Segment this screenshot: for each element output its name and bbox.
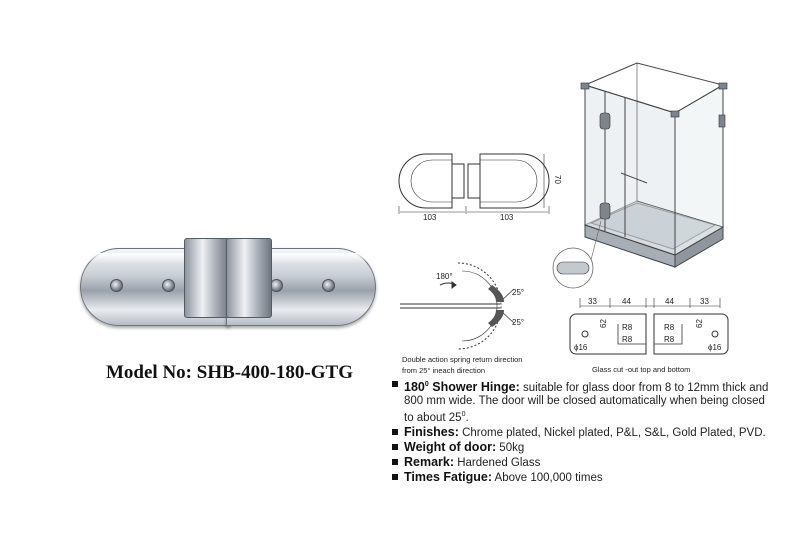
door-action-drawing: 180° 25° 25°	[400, 262, 524, 350]
action-caption-line1: Double action spring return direction	[402, 355, 523, 364]
screw-icon	[162, 279, 175, 292]
spec-item-fatigue: Times Fatigue: Above 100,000 times	[392, 469, 772, 485]
dim-height: 62	[695, 319, 704, 328]
bullet-icon	[392, 443, 398, 450]
model-number: Model No: SHB-400-180-GTG	[106, 362, 353, 383]
hinge-knuckle-left	[184, 238, 230, 318]
spec-label: 1800 Shower Hinge:	[404, 380, 520, 395]
spec-text: 50kg	[496, 441, 525, 454]
screw-icon	[110, 279, 123, 292]
bullet-icon	[392, 381, 398, 387]
hole-diameter-label: ϕ16	[574, 343, 588, 352]
hinge-knuckle-right	[226, 238, 272, 318]
screw-icon	[322, 279, 335, 292]
spec-item-hinge: 1800 Shower Hinge: suitable for glass do…	[392, 378, 772, 425]
spec-item-remark: Remark: Hardened Glass	[392, 454, 772, 470]
dim-height: 62	[599, 319, 608, 328]
spec-label: Weight of door:	[404, 439, 497, 454]
cutout-caption: Glass cut -out top and bottom	[592, 365, 691, 374]
radius-label: R8	[664, 335, 675, 344]
angle-down-label: 25°	[512, 318, 524, 327]
spec-text: suitable for glass door from 8 to 12mm t…	[404, 382, 769, 424]
hinge-dimension-drawing: 103 103 70	[398, 153, 562, 220]
radius-label: R8	[622, 335, 633, 344]
dim-right-width: 103	[500, 213, 514, 220]
dim-left-width: 103	[423, 213, 437, 220]
angle-up-label: 25°	[512, 288, 524, 297]
action-caption-line2: from 25° ineach direction	[402, 366, 486, 375]
dim-a: 33	[588, 297, 597, 306]
shower-enclosure-illustration	[552, 62, 728, 289]
bullet-icon	[392, 458, 398, 465]
spec-text: Chrome plated, Nickel plated, P&L, S&L, …	[458, 426, 766, 439]
radius-label: R8	[664, 323, 675, 332]
spec-list: 1800 Shower Hinge: suitable for glass do…	[392, 378, 772, 486]
spec-label: Times Fatigue:	[404, 469, 492, 484]
radius-label: R8	[622, 323, 633, 332]
dim-height: 70	[553, 175, 562, 184]
dim-d: 33	[700, 297, 709, 306]
spec-label: Remark:	[404, 454, 455, 469]
hinge-product-photo	[80, 230, 376, 340]
glass-cutout-drawing: 33 44 44 33 R8 R8 R8 R8 62 62 ϕ16 ϕ16	[569, 297, 729, 355]
spec-text: Hardened Glass	[454, 456, 541, 469]
spec-item-finishes: Finishes: Chrome plated, Nickel plated, …	[392, 424, 772, 440]
angle-open-label: 180°	[436, 272, 453, 281]
spec-text: Above 100,000 times	[491, 471, 603, 484]
hole-diameter-label: ϕ16	[708, 343, 722, 352]
dim-c: 44	[665, 297, 674, 306]
bullet-icon	[392, 428, 398, 435]
bullet-icon	[392, 473, 398, 480]
dim-b: 44	[622, 297, 631, 306]
action-caption: Double action spring return direction fr…	[402, 354, 522, 376]
spec-item-weight: Weight of door: 50kg	[392, 439, 772, 455]
spec-label: Finishes:	[404, 424, 459, 439]
